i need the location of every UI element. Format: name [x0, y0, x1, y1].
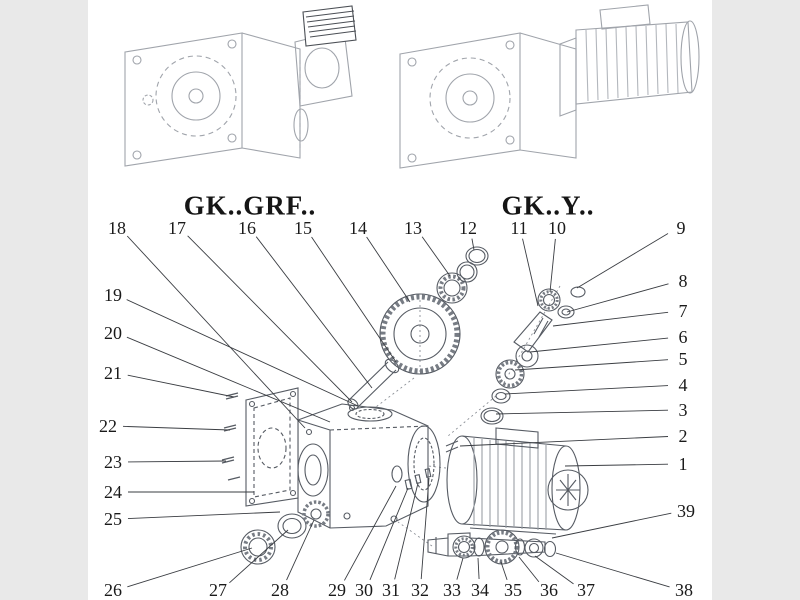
- leader-line-32: [420, 477, 430, 580]
- left-margin-bar: [0, 0, 88, 600]
- part-number-33: 33: [443, 580, 461, 600]
- output-shaft-assembly: [427, 529, 557, 565]
- part-number-24: 24: [104, 482, 122, 502]
- finned-input-cap: [302, 5, 357, 47]
- part-number-39: 39: [677, 501, 695, 521]
- leader-line-6: [529, 337, 669, 353]
- part-number-35: 35: [504, 580, 522, 600]
- part-number-17: 17: [168, 218, 186, 238]
- gear-housing: [297, 403, 441, 529]
- assembled-view-gky: [399, 4, 700, 169]
- leader-line-7: [552, 311, 669, 327]
- leader-line-27: [229, 529, 289, 584]
- leader-line-4: [504, 385, 669, 395]
- part-number-20: 20: [104, 323, 122, 343]
- motor-drawing-assembled: [575, 4, 700, 105]
- part-number-14: 14: [349, 218, 367, 238]
- part-number-23: 23: [104, 452, 122, 472]
- part-number-2: 2: [678, 426, 688, 446]
- lower-left-bearing-rings: [240, 500, 330, 565]
- part-number-3: 3: [678, 400, 688, 420]
- part-number-30: 30: [355, 580, 373, 600]
- part-number-36: 36: [540, 580, 558, 600]
- right-margin-bar: [712, 0, 800, 600]
- leader-line-22: [122, 425, 231, 431]
- part-number-22: 22: [99, 416, 117, 436]
- part-number-5: 5: [678, 349, 688, 369]
- part-number-29: 29: [328, 580, 346, 600]
- leader-line-15: [311, 236, 397, 363]
- leader-line-36: [518, 556, 540, 583]
- assembled-view-grf: [124, 5, 357, 167]
- part-number-16: 16: [238, 218, 256, 238]
- mounting-flange-plate: [245, 387, 299, 507]
- leader-line-8: [566, 283, 669, 313]
- leader-line-16: [255, 236, 373, 389]
- leader-line-17: [187, 235, 353, 403]
- part-number-26: 26: [104, 580, 122, 600]
- part-number-10: 10: [548, 218, 566, 238]
- part-number-6: 6: [678, 327, 688, 347]
- part-number-18: 18: [108, 218, 126, 238]
- leader-line-29: [344, 485, 397, 581]
- leader-line-38: [555, 552, 670, 588]
- leader-line-30: [369, 487, 409, 581]
- part-number-21: 21: [104, 363, 122, 383]
- leader-line-25: [127, 511, 281, 519]
- leader-line-18: [126, 235, 306, 429]
- leader-line-39: [551, 512, 672, 539]
- exploded-assembly: [221, 246, 589, 565]
- main-gear-shaft-stack: [347, 246, 489, 410]
- part-number-38: 38: [675, 580, 693, 600]
- electric-motor: [445, 427, 589, 535]
- leader-line-3: [495, 409, 669, 415]
- part-number-11: 11: [510, 218, 528, 238]
- part-number-15: 15: [294, 218, 312, 238]
- part-number-12: 12: [459, 218, 477, 238]
- leader-line-11: [522, 238, 539, 307]
- part-number-25: 25: [104, 509, 122, 529]
- leader-line-12: [471, 238, 475, 251]
- leader-line-5: [514, 359, 669, 371]
- leader-line-34: [477, 557, 480, 580]
- part-number-13: 13: [404, 218, 422, 238]
- part-number-31: 31: [382, 580, 400, 600]
- part-number-1: 1: [678, 454, 688, 474]
- part-number-8: 8: [678, 271, 688, 291]
- part-number-4: 4: [678, 375, 688, 395]
- leader-line-35: [500, 561, 508, 581]
- leader-line-23: [127, 460, 227, 463]
- leader-line-19: [126, 299, 359, 407]
- leader-line-14: [366, 236, 411, 303]
- input-pinion-stack: [480, 286, 586, 425]
- leader-line-2: [459, 436, 669, 447]
- leader-line-13: [421, 236, 451, 277]
- leader-line-28: [286, 519, 315, 581]
- leader-line-37: [534, 555, 574, 585]
- leader-lines-layer: [122, 233, 672, 588]
- part-number-19: 19: [104, 285, 122, 305]
- part-number-27: 27: [209, 580, 227, 600]
- part-number-37: 37: [577, 580, 595, 600]
- part-number-9: 9: [676, 218, 686, 238]
- variant-label-gky: GK..Y..: [501, 190, 595, 221]
- flange-screws: [221, 392, 241, 481]
- adapter-small-parts: [391, 465, 432, 490]
- leader-line-1: [564, 463, 669, 467]
- part-number-34: 34: [471, 580, 489, 600]
- part-number-32: 32: [411, 580, 429, 600]
- leader-line-31: [394, 482, 419, 580]
- part-number-28: 28: [271, 580, 289, 600]
- leader-line-20: [126, 336, 331, 423]
- leader-line-26: [127, 547, 253, 588]
- part-number-7: 7: [678, 301, 688, 321]
- variant-label-grf: GK..GRF..: [183, 190, 317, 221]
- leader-line-10: [549, 238, 556, 293]
- leader-line-33: [456, 557, 464, 580]
- leader-line-9: [576, 233, 669, 289]
- leader-line-21: [127, 374, 235, 398]
